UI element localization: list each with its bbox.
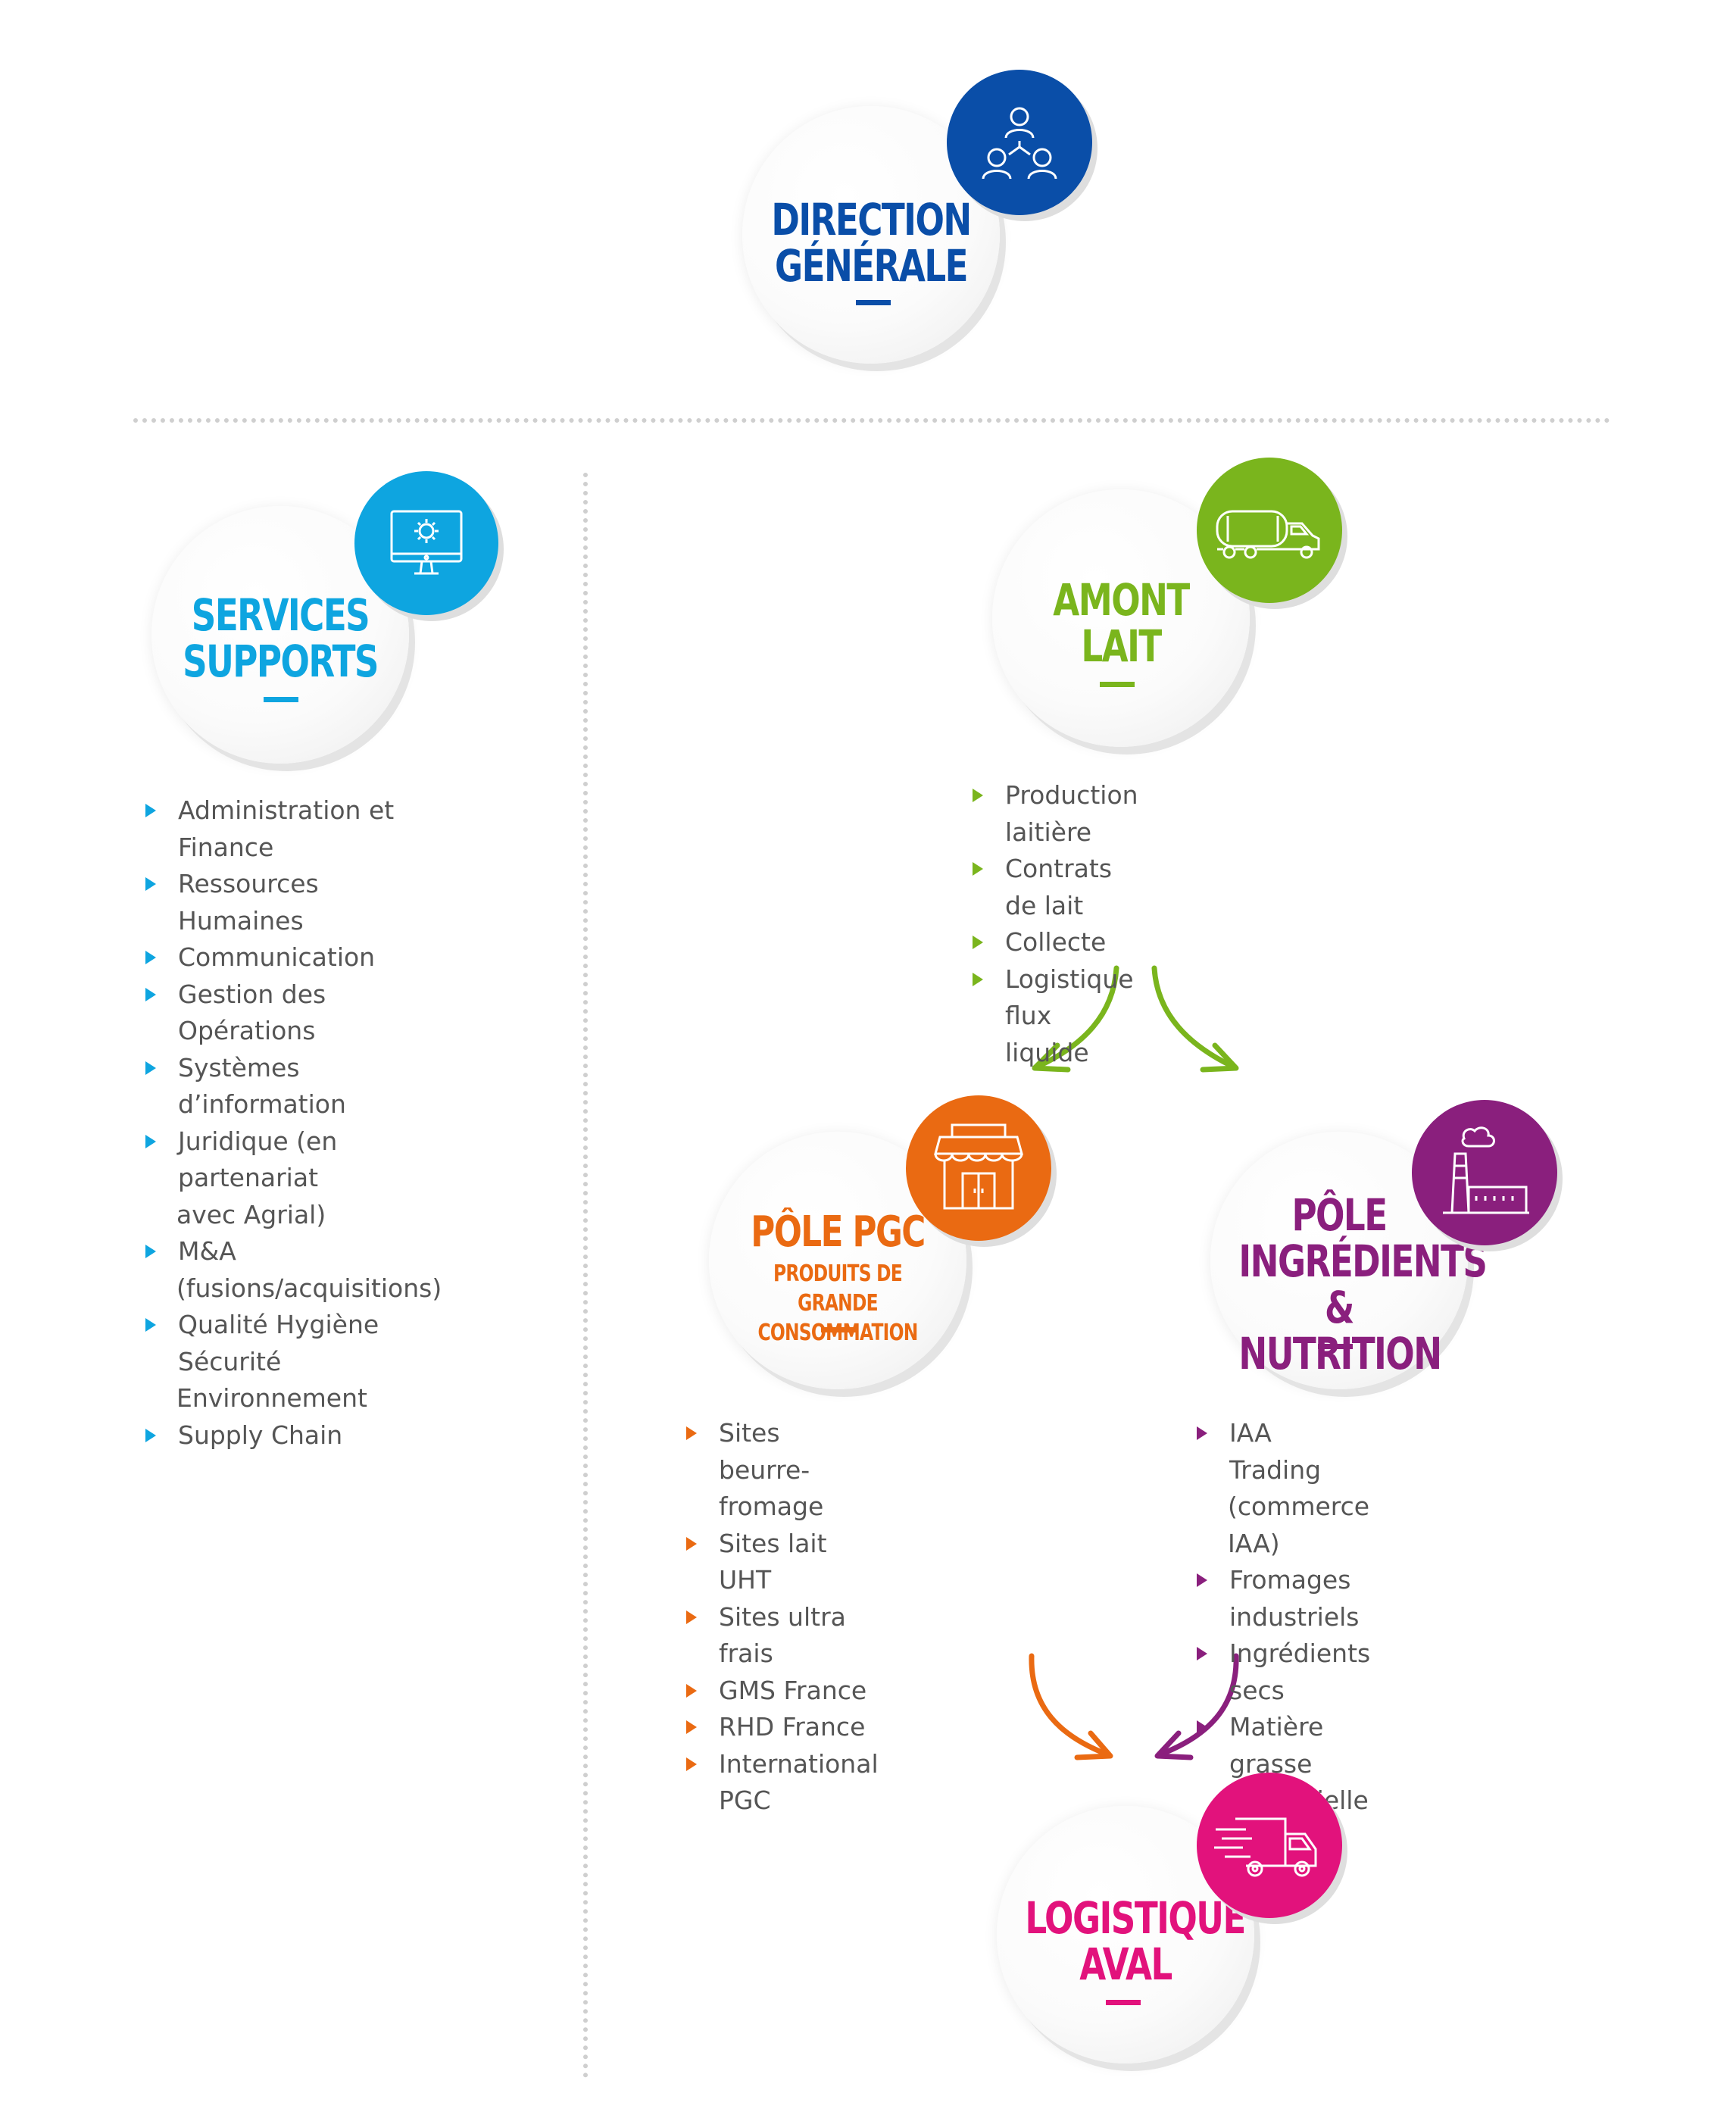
vertical-dotted-separator [583,473,588,2079]
list-item: M&A [145,1233,442,1270]
logistique-title-line2: AVAL [1079,1938,1172,1990]
list-item: Juridique (en partenariat [145,1123,442,1197]
pgc-list: Sites beurre-fromage Sites lait UHT Site… [686,1415,879,1820]
list-item-continuation: avec Agrial) [176,1199,326,1229]
amont-underline [1100,682,1135,687]
list-item: Contrats de lait [973,851,1138,924]
list-item: International PGC [686,1746,879,1820]
ingredients-title-line1: PÔLE [1291,1189,1388,1241]
arrow-ingredients-to-logistique-head [1154,1730,1194,1760]
pgc-subtitle-line2: CONSOMMATION [757,1320,918,1346]
pgc-subtitle: PRODUITS DE GRANDE CONSOMMATION [737,1259,938,1348]
amont-bubble: AMONT LAIT [992,489,1250,747]
shop-front-icon [906,1095,1051,1241]
arrow-pgc-to-logistique-head [1074,1730,1113,1760]
pgc-title: PÔLE PGC [751,1207,926,1257]
services-title-line2: SUPPORTS [183,635,379,687]
list-item: Sites ultra frais [686,1599,879,1673]
amont-title-line2: LAIT [1081,620,1162,672]
list-item: Supply Chain [145,1417,442,1454]
ingredients-title: PÔLE INGRÉDIENTS & NUTRITION [1238,1189,1488,1379]
list-item: Qualité Hygiène Sécurité [145,1307,442,1380]
direction-underline [856,300,891,305]
arrow-pgc-to-logistique [1029,1653,1110,1757]
amont-title-line1: AMONT [1053,574,1190,626]
list-item: IAA Trading [1197,1415,1370,1489]
list-item: Logistique flux liquide [973,961,1138,1072]
services-title-line1: SERVICES [191,589,370,641]
services-title: SERVICES SUPPORTS [180,592,380,685]
people-network-icon [947,70,1092,215]
ingredients-title-line3: & NUTRITION [1238,1281,1442,1379]
delivery-truck-icon [1197,1773,1342,1918]
list-item-continuation: (commerce IAA) [1228,1492,1370,1558]
list-item: Collecte [973,924,1138,961]
arrow-amont-to-pgc-head [1032,1042,1071,1073]
arrow-amont-to-ingredients [1151,965,1236,1070]
services-list: Administration et Finance Ressources Hum… [145,792,442,1454]
direction-title-line2: GÉNÉRALE [775,239,968,292]
list-item-continuation: Environnement [176,1383,367,1413]
ingredients-title-line2: INGRÉDIENTS [1238,1235,1488,1287]
list-item: Communication [145,939,442,976]
computer-gear-icon [354,471,498,615]
horizontal-dotted-separator [133,418,1610,423]
amont-title: AMONT LAIT [1020,577,1221,670]
list-item: GMS France [686,1673,879,1710]
ingredients-underline [1318,1344,1353,1349]
milk-tanker-truck-icon [1197,458,1342,603]
pgc-subtitle-line1: PRODUITS DE GRANDE [773,1261,903,1317]
ingredients-list: IAA Trading (commerce IAA) Fromages indu… [1197,1415,1370,1820]
arrow-ingredients-to-logistique [1157,1653,1239,1757]
list-item: Sites beurre-fromage [686,1415,879,1526]
list-item: Fromages industriels [1197,1562,1370,1635]
list-item: Gestion des Opérations [145,976,442,1050]
logistique-title: LOGISTIQUE AVAL [1025,1892,1246,1990]
list-item: RHD France [686,1709,879,1746]
list-item: Sites lait UHT [686,1526,879,1599]
list-item: Administration et Finance [145,792,442,866]
list-item: Production laitière [973,777,1138,851]
logistique-underline [1106,2000,1141,2005]
arrow-amont-to-pgc [1035,965,1119,1070]
list-item: Systèmes d’information [145,1050,442,1123]
direction-title: DIRECTION GÉNÉRALE [770,194,972,292]
arrow-amont-to-ingredients-head [1200,1042,1239,1073]
factory-icon [1412,1100,1557,1245]
list-item: Ressources Humaines [145,866,442,939]
logistique-title-line1: LOGISTIQUE [1025,1892,1246,1944]
amont-list: Production laitière Contrats de lait Col… [973,777,1138,1071]
list-item: Ingrédients secs [1197,1635,1370,1709]
direction-bubble: DIRECTION GÉNÉRALE [742,106,1000,364]
direction-title-line1: DIRECTION [771,194,972,245]
list-item-continuation: (fusions/acquisitions) [176,1273,442,1303]
pgc-underline [821,1327,856,1332]
services-underline [264,697,298,702]
